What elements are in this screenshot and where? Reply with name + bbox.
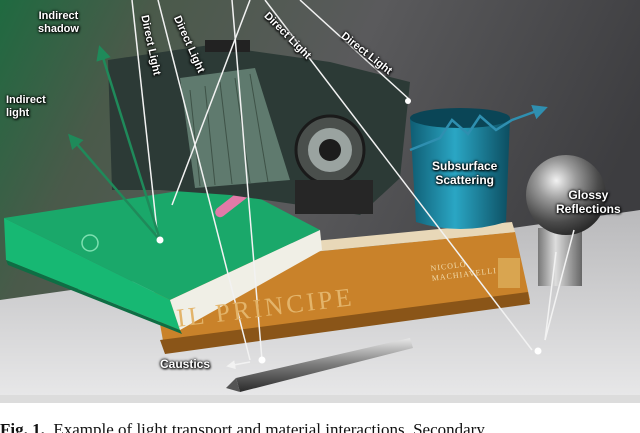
label-glossy-reflections: Glossy Reflections (556, 188, 621, 216)
orange-book-bottom (160, 292, 530, 354)
camera-base (295, 180, 373, 214)
label-subsurface-scattering: Subsurface Scattering (432, 159, 498, 187)
green-book-spine (4, 218, 180, 330)
indirect-shadow-arrow (96, 45, 162, 241)
caustics-arrow (226, 360, 251, 370)
sphere-stand (538, 228, 582, 286)
glossy-pointer-line (544, 251, 557, 341)
direct-dot (405, 98, 411, 104)
caption-fig-label: Fig. 1. (0, 420, 45, 433)
direct-light-lines (131, 0, 533, 361)
camera-bellows (180, 68, 290, 188)
glossy-dot (534, 347, 542, 355)
pen (236, 338, 413, 392)
camera-lens-center (319, 139, 341, 161)
green-book-shadow (6, 260, 182, 334)
camera-viewfinder (205, 40, 250, 52)
green-book-logo (81, 234, 99, 252)
indirect-shadow-line (171, 0, 251, 206)
figure-caption: Fig. 1. Example of light transport and m… (0, 420, 640, 433)
orange-book-emblem (498, 258, 520, 288)
label-indirect-light: Indirect light (6, 94, 46, 119)
figure-photo: IL PRINCIPE NICOLÒ MACHIAVELLI Indirect … (0, 0, 640, 403)
glossy-pointer-line-2 (544, 229, 575, 341)
table-edge (0, 395, 640, 403)
green-book-pages (170, 230, 322, 330)
label-indirect-shadow: Indirect shadow (38, 10, 79, 35)
indirect-light-arrow (68, 133, 161, 241)
caustics-dot (258, 356, 266, 364)
subsurface-path (409, 105, 548, 152)
teal-cup-rim (410, 108, 510, 128)
label-caustics: Caustics (160, 357, 211, 371)
scene-illustration (0, 0, 640, 403)
metal-sphere (526, 155, 606, 235)
pen-tip (226, 378, 240, 392)
caption-text: Example of light transport and material … (53, 420, 485, 433)
indirect-dot (156, 236, 164, 244)
